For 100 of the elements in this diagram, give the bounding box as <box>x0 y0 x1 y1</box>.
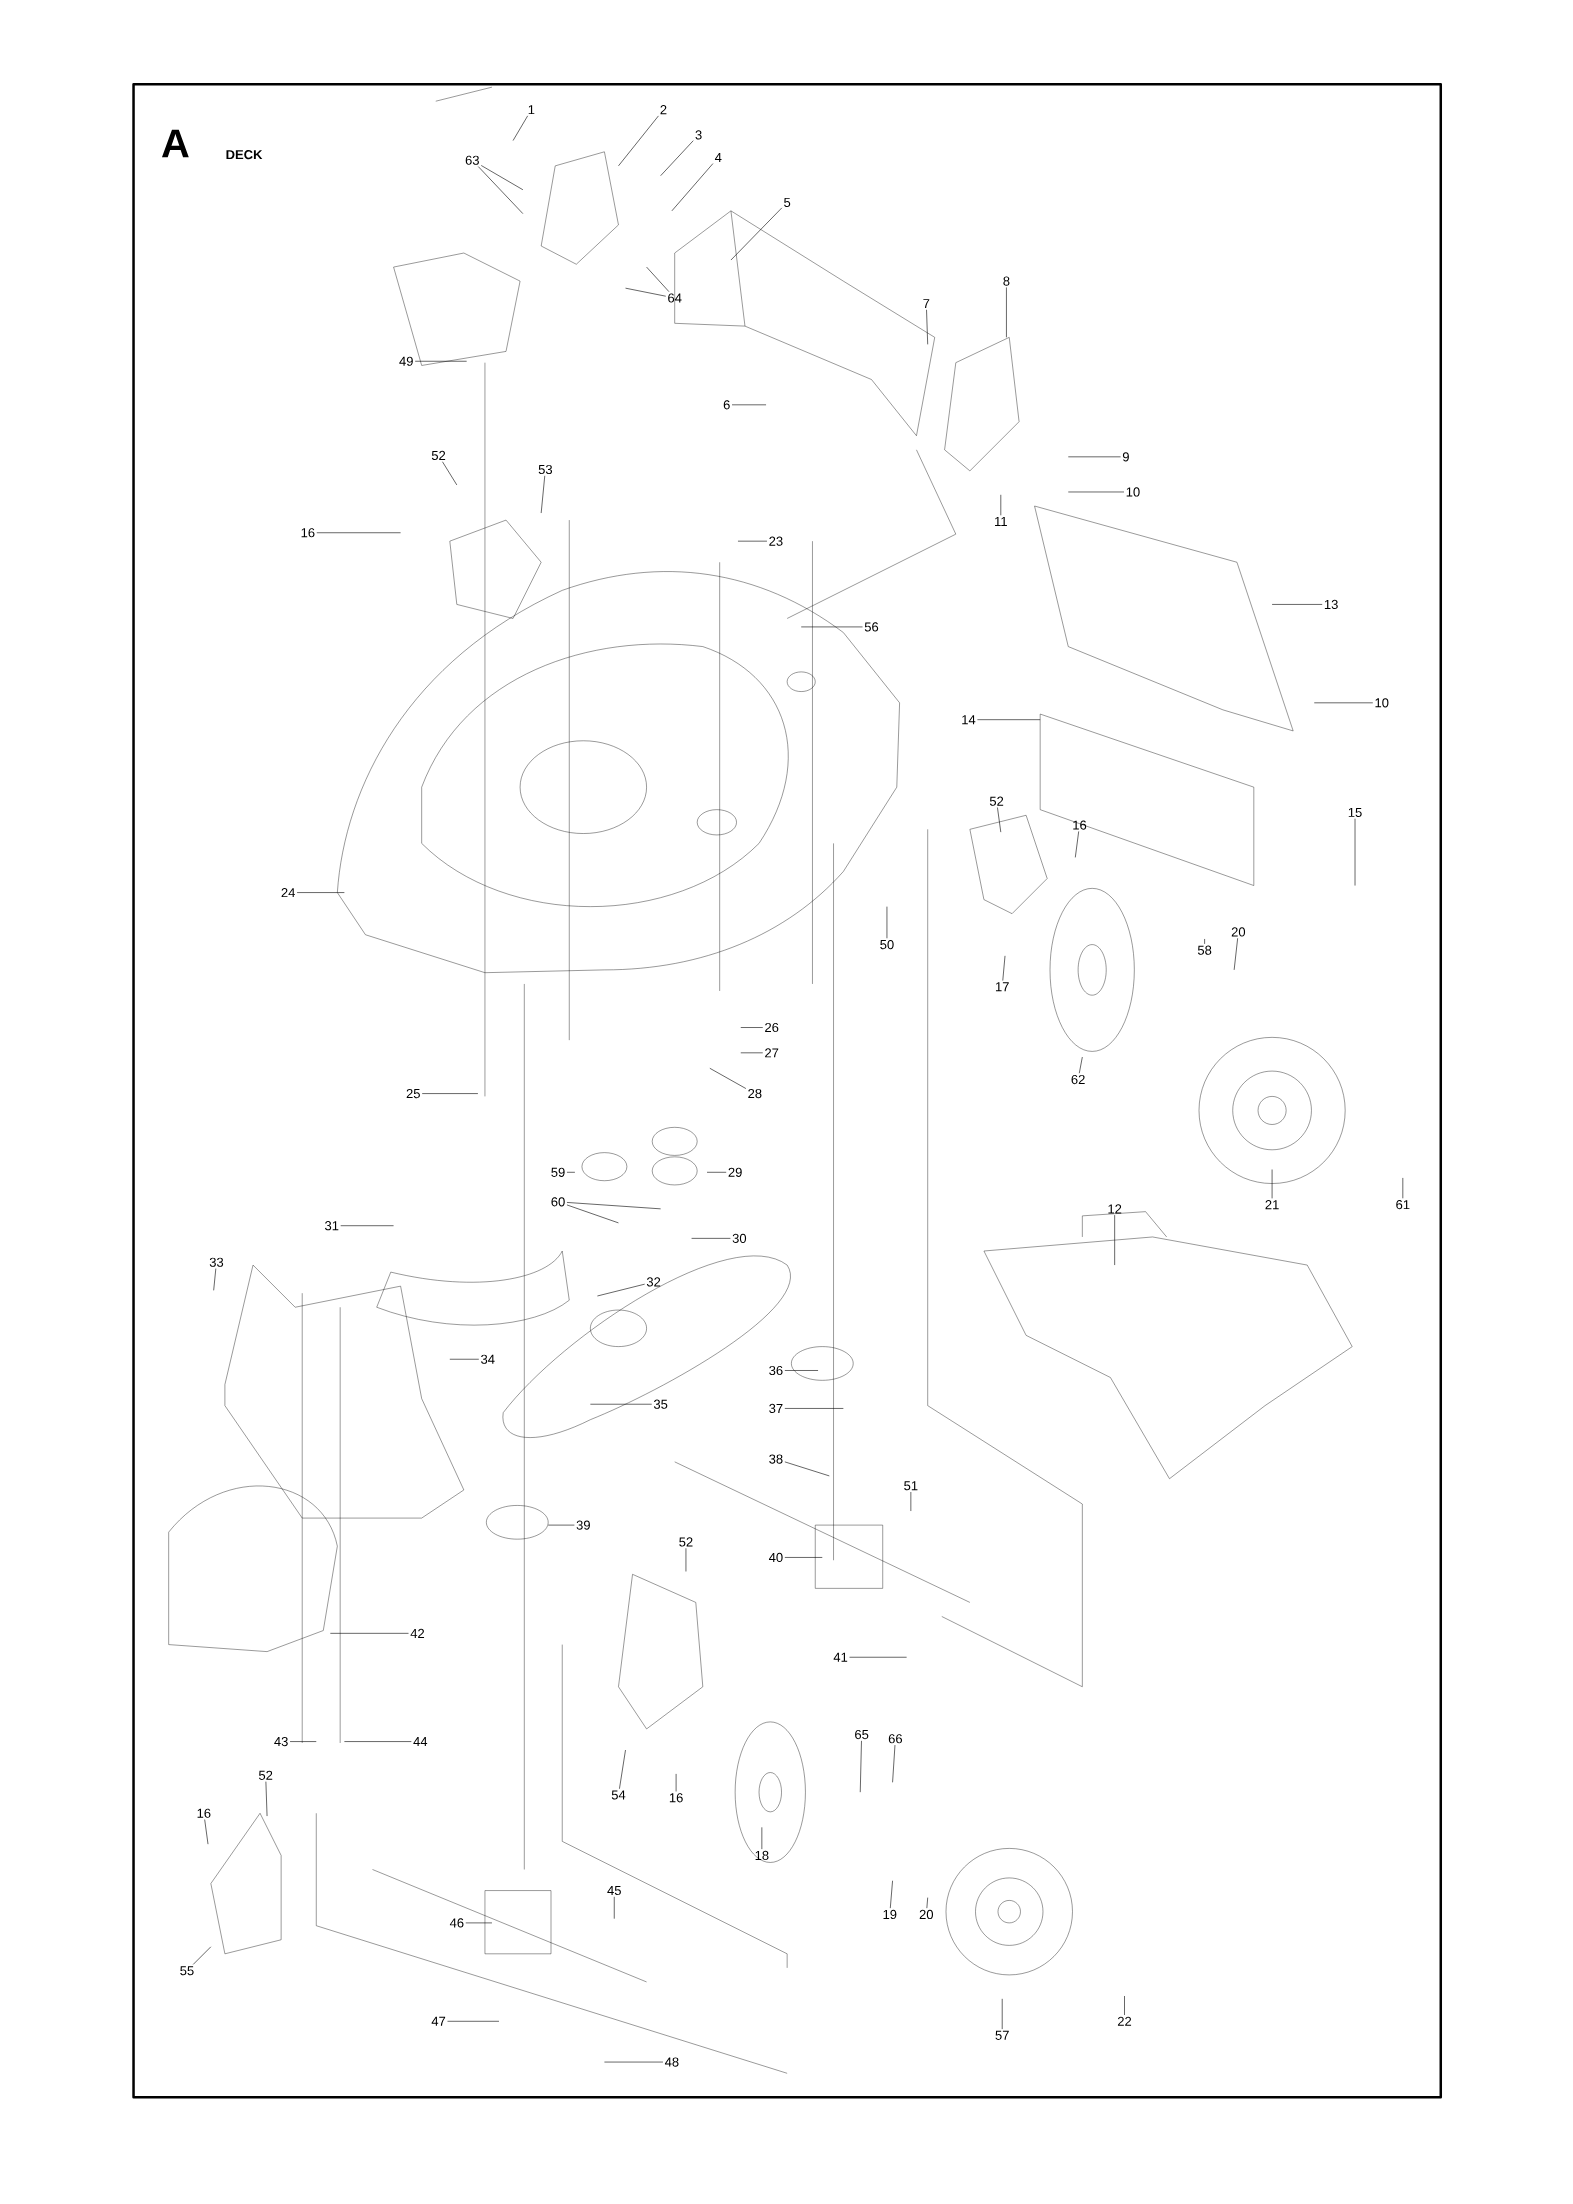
leader-line <box>1068 491 1125 493</box>
leader-line <box>449 1358 480 1360</box>
callout-number: 46 <box>449 1918 464 1928</box>
leader-line <box>566 1172 576 1173</box>
callout-number: 17 <box>996 982 1009 992</box>
callout-number: 45 <box>607 1886 621 1896</box>
leader-line <box>614 1896 615 1919</box>
callout-number: 14 <box>962 715 976 725</box>
leader-line <box>1354 818 1356 886</box>
leader-line <box>892 1744 896 1783</box>
leader-line <box>447 2021 500 2022</box>
leader-line <box>1002 955 1006 981</box>
callout-number: 57 <box>995 2030 1009 2040</box>
leader-line <box>465 1922 493 1924</box>
callout-number: 55 <box>180 1966 194 1976</box>
leader-line <box>421 1093 479 1094</box>
leader-line <box>566 1204 619 1224</box>
leader-line <box>1402 1177 1404 1199</box>
leader-line <box>784 1370 819 1371</box>
leader-line <box>296 892 345 893</box>
callout-number: 41 <box>833 1652 848 1662</box>
leader-line <box>910 1491 912 1512</box>
callout-number: 60 <box>551 1197 565 1207</box>
callout-number: 24 <box>281 888 296 898</box>
leader-line <box>997 807 1002 833</box>
leader-line <box>784 1408 844 1409</box>
leader-line <box>926 1897 929 1909</box>
leader-line <box>730 207 783 261</box>
callout-number: 5 <box>784 197 791 207</box>
section-letter: A <box>162 129 189 158</box>
leader-line <box>289 1741 317 1742</box>
leader-line <box>675 1773 677 1792</box>
callout-number: 13 <box>1324 599 1338 609</box>
callout-number: 8 <box>1003 276 1010 286</box>
leader-line <box>671 163 714 212</box>
leader-line <box>660 140 694 176</box>
leader-line <box>737 540 768 542</box>
callout-number: 65 <box>855 1729 869 1740</box>
callout-number: 6 <box>723 400 730 410</box>
callout-number: 1 <box>528 105 535 115</box>
leader-line <box>265 1781 268 1817</box>
leader-line <box>480 165 524 191</box>
callout-number: 58 <box>1197 945 1212 955</box>
callout-number: 22 <box>1118 2016 1132 2026</box>
callout-number: 32 <box>646 1277 661 1287</box>
callout-number: 27 <box>765 1048 779 1058</box>
leader-line <box>540 475 546 514</box>
callout-number: 25 <box>406 1089 420 1099</box>
leader-line <box>740 1052 764 1054</box>
callout-number: 4 <box>715 152 722 162</box>
callout-number: 37 <box>769 1403 783 1414</box>
callout-number: 21 <box>1265 1200 1279 1210</box>
callout-number: 28 <box>748 1089 762 1099</box>
leader-line <box>213 1268 217 1291</box>
leader-line <box>597 1283 646 1297</box>
leader-line <box>1204 938 1205 945</box>
leader-line <box>547 1524 575 1526</box>
callout-number: 16 <box>301 528 315 538</box>
callout-number: 12 <box>1108 1204 1122 1214</box>
callout-number: 64 <box>668 293 682 303</box>
leader-line <box>926 309 929 345</box>
leader-line <box>1006 287 1007 338</box>
leader-line <box>740 1027 764 1028</box>
leader-line <box>330 1633 409 1634</box>
leader-line <box>618 115 659 167</box>
callout-number: 3 <box>695 130 702 140</box>
leader-line <box>1314 702 1374 704</box>
callout-number: 36 <box>769 1365 783 1376</box>
callout-number: 33 <box>209 1257 224 1267</box>
callout-number: 16 <box>669 1793 683 1803</box>
leader-line <box>344 1741 412 1742</box>
callout-number: 10 <box>1126 487 1140 497</box>
callout-number: 54 <box>611 1790 626 1800</box>
leader-line <box>784 1461 830 1477</box>
callout-number: 9 <box>1122 452 1129 462</box>
callout-number: 2 <box>660 105 667 115</box>
callout-number: 51 <box>904 1481 918 1491</box>
section-title: DECK <box>226 150 263 160</box>
leader-line <box>414 360 468 362</box>
leader-line <box>761 1827 763 1850</box>
callout-number: 18 <box>755 1850 769 1861</box>
leader-line <box>340 1225 394 1226</box>
leader-line <box>1114 1214 1115 1266</box>
leader-line <box>784 1557 823 1558</box>
callout-number: 38 <box>769 1454 783 1464</box>
callout-number: 35 <box>654 1399 668 1409</box>
leader-line <box>604 2061 664 2063</box>
callout-number: 7 <box>923 299 930 309</box>
leader-line <box>1271 604 1323 605</box>
leader-line <box>1079 1056 1083 1074</box>
callout-number: 16 <box>197 1808 211 1818</box>
callout-number: 11 <box>995 517 1007 526</box>
callout-number: 20 <box>919 1909 934 1920</box>
leader-line <box>478 166 524 214</box>
leader-line <box>619 1749 626 1790</box>
leader-line <box>849 1656 907 1658</box>
leader-line <box>977 719 1041 720</box>
callout-number: 53 <box>538 464 553 475</box>
leader-line <box>1068 456 1121 458</box>
callout-number: 59 <box>551 1167 565 1177</box>
